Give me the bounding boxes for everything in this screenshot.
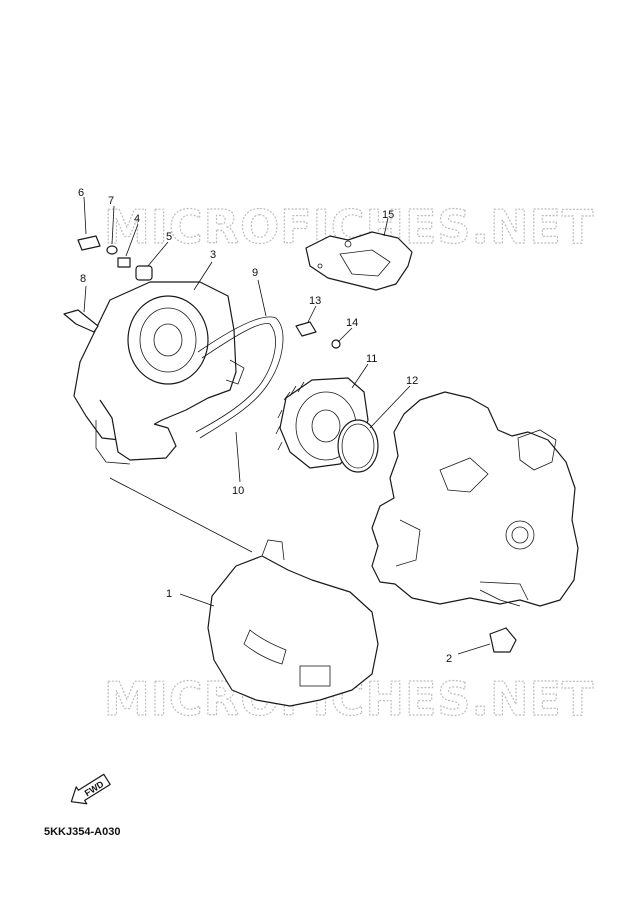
assembly-line-1 <box>109 477 253 553</box>
leader-13 <box>307 305 317 323</box>
part-1-lower-cover <box>207 539 379 707</box>
part-3-fan-shroud <box>73 281 245 465</box>
leader-10 <box>235 431 241 483</box>
leader-2 <box>457 643 491 655</box>
part-6-bolt <box>77 235 101 251</box>
engine-crankcase <box>371 391 579 607</box>
fwd-badge: FWD <box>70 773 111 805</box>
callout-7: 7 <box>108 195 114 207</box>
callout-2: 2 <box>446 653 452 665</box>
part-9-10-hose <box>195 316 284 439</box>
leader-11 <box>351 363 369 389</box>
leader-15 <box>383 217 389 237</box>
diagram-code: 5KKJ354-A030 <box>44 826 121 838</box>
leader-1 <box>179 593 215 607</box>
assembly-line-2 <box>479 589 521 607</box>
fwd-arrow-icon <box>70 773 111 805</box>
part-5-grommet <box>135 265 153 281</box>
leader-4 <box>125 223 139 257</box>
callout-5: 5 <box>166 231 172 243</box>
callout-1: 1 <box>166 588 172 600</box>
part-4-collar <box>117 257 131 268</box>
part-12-o-ring <box>337 419 379 473</box>
callout-10: 10 <box>232 485 244 497</box>
leader-8 <box>83 285 87 313</box>
part-13-bolt <box>295 321 317 337</box>
leader-9 <box>257 279 267 317</box>
callout-13: 13 <box>309 295 321 307</box>
callout-6: 6 <box>78 187 84 199</box>
leader-5 <box>147 241 169 267</box>
callout-3: 3 <box>210 249 216 261</box>
callout-4: 4 <box>134 213 140 225</box>
leader-3 <box>193 261 213 291</box>
callout-8: 8 <box>80 273 86 285</box>
leader-6 <box>83 196 87 235</box>
callout-11: 11 <box>366 353 377 365</box>
callout-15: 15 <box>382 209 394 221</box>
part-15-gasket <box>305 231 413 291</box>
leader-12 <box>369 385 411 429</box>
callout-12: 12 <box>406 375 418 387</box>
part-8-screw <box>63 309 99 333</box>
part-2-clamp <box>489 627 517 653</box>
callout-14: 14 <box>346 317 358 329</box>
part-7-washer <box>106 245 118 255</box>
callout-9: 9 <box>252 267 258 279</box>
part-12-o-ring-inner <box>341 423 375 469</box>
leader-7 <box>111 205 115 245</box>
leader-14 <box>337 327 353 343</box>
